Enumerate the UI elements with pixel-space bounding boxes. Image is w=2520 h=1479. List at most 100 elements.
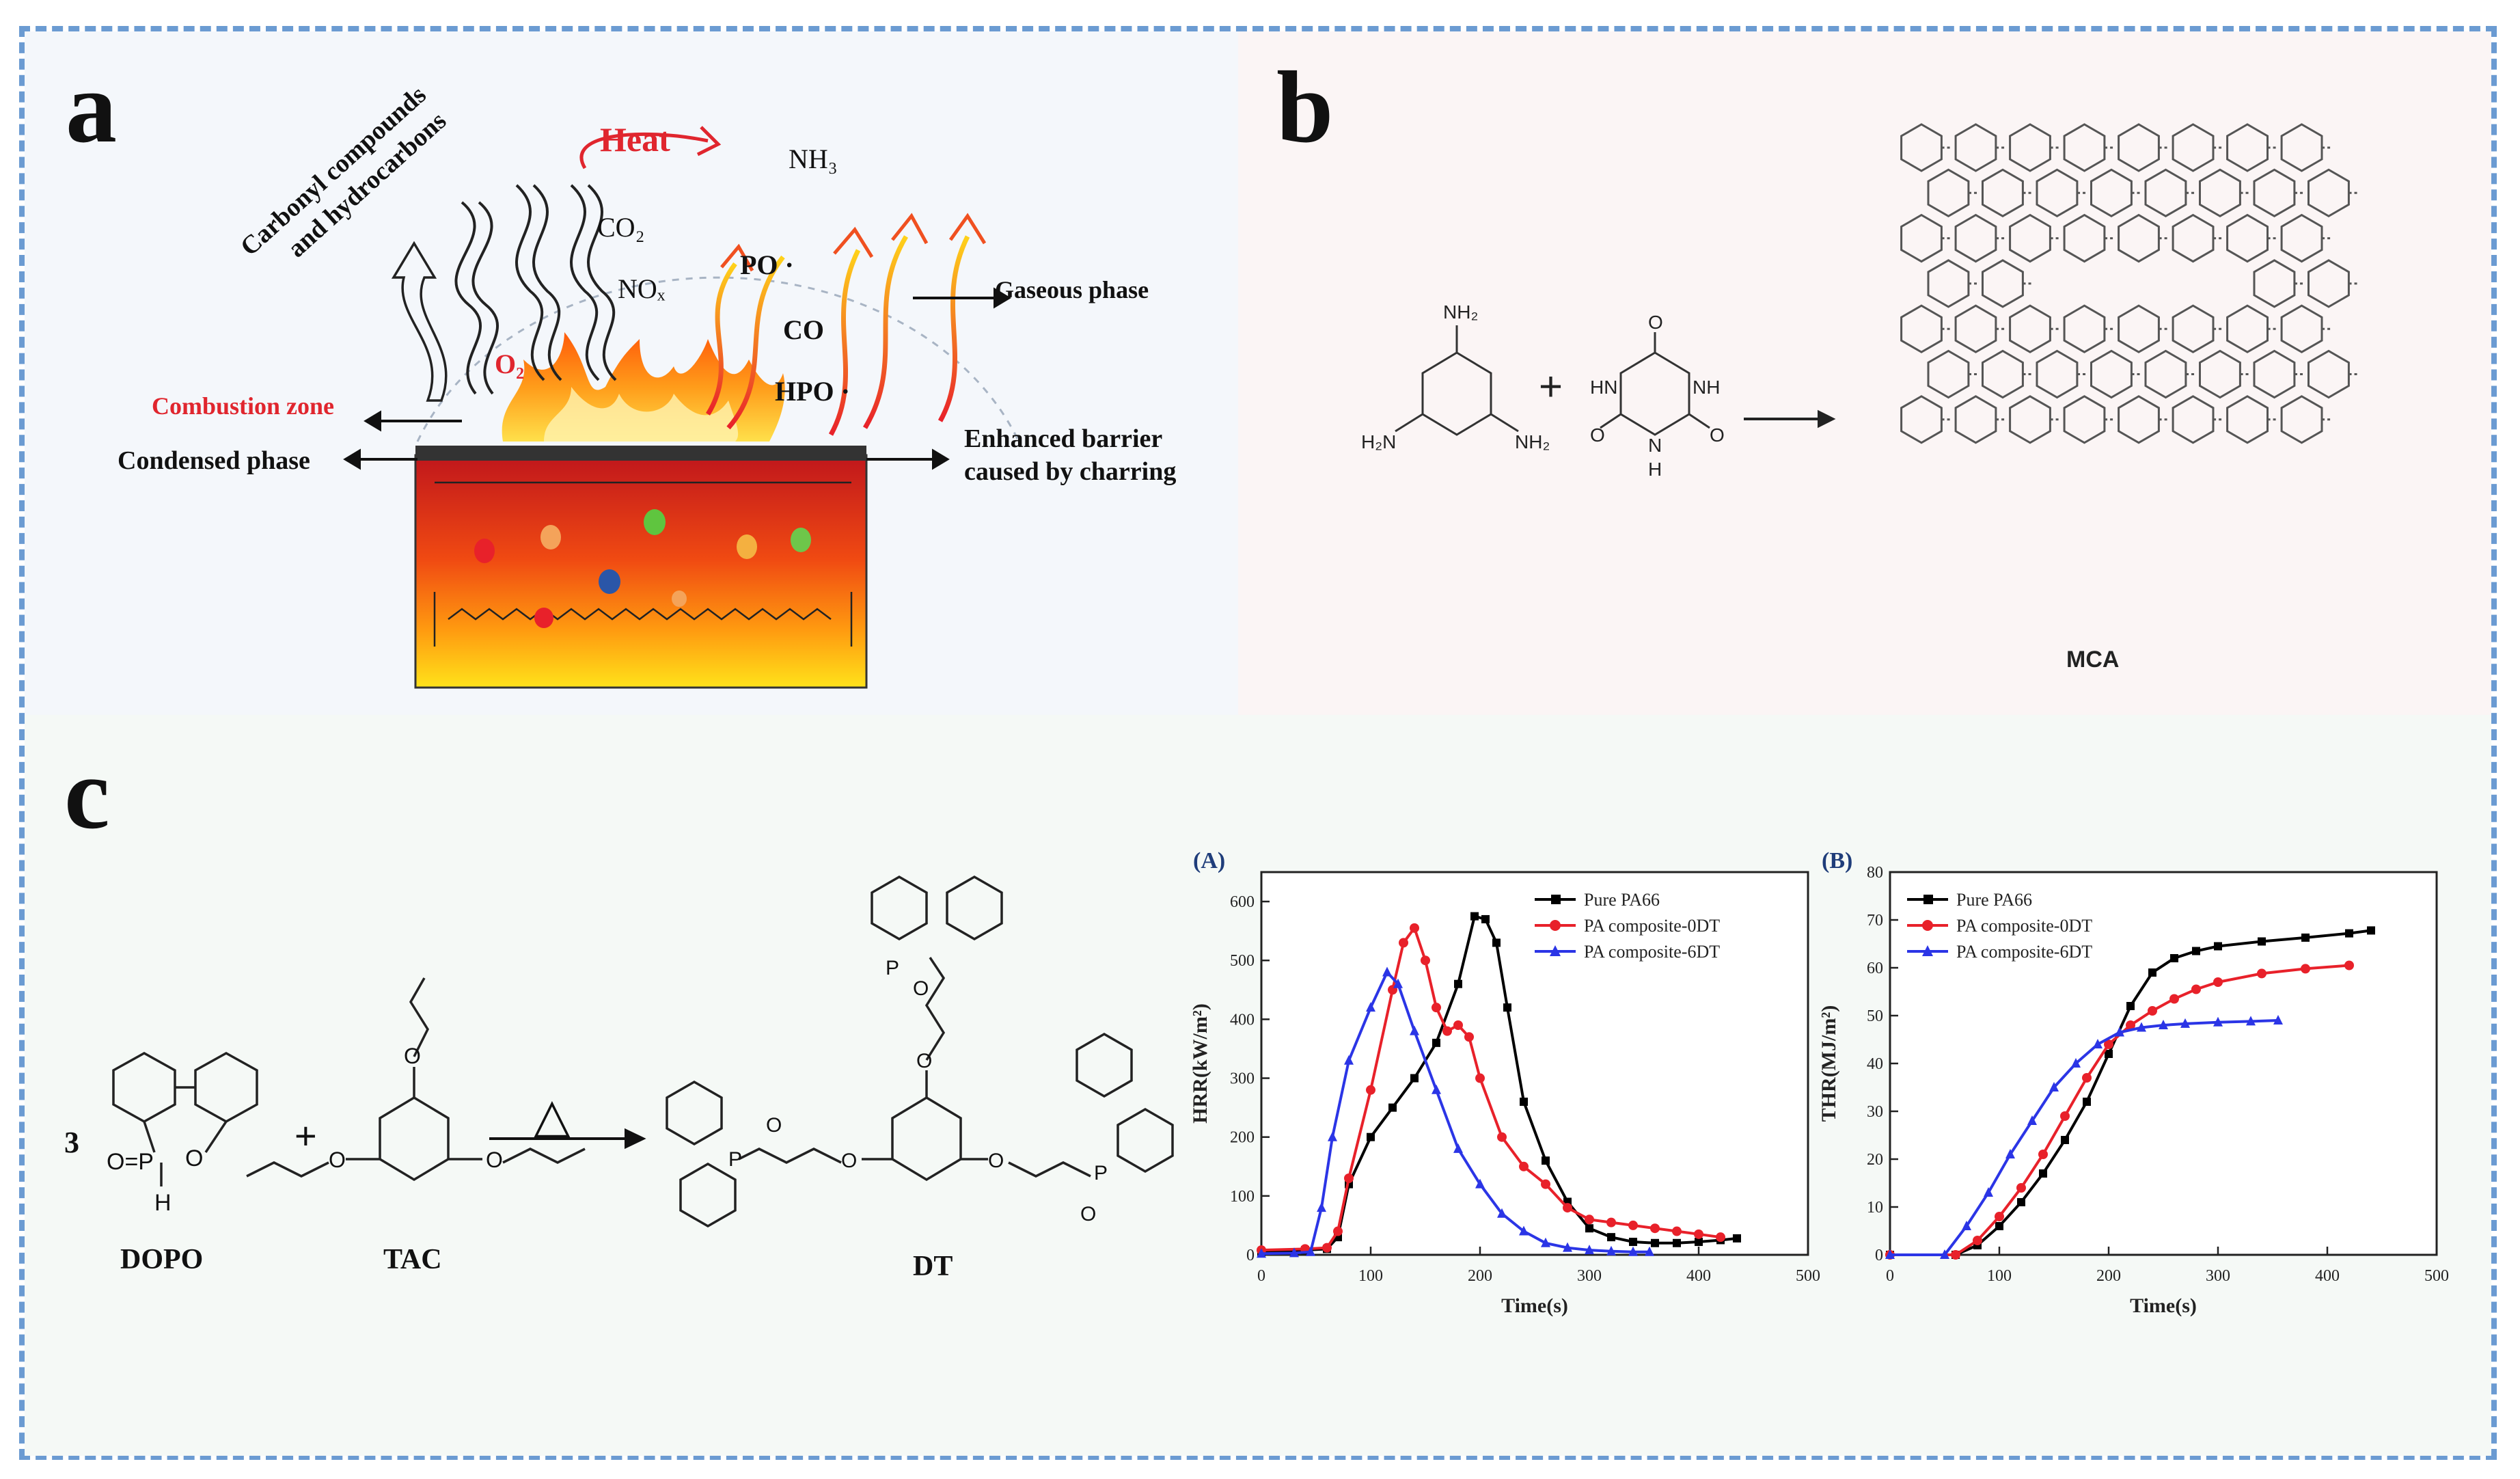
data-point bbox=[1475, 1073, 1485, 1083]
data-point bbox=[1453, 1020, 1463, 1030]
barrier-label-line2: caused by charring bbox=[964, 457, 1176, 486]
x-tick-label: 0 bbox=[1257, 1267, 1265, 1285]
y-axis-label: HRR(kW/m²) bbox=[1189, 1003, 1211, 1124]
data-point bbox=[2213, 977, 2223, 987]
panel-b-letter: b bbox=[1276, 51, 1334, 164]
data-point bbox=[2191, 984, 2201, 994]
data-point bbox=[2273, 1015, 2283, 1025]
data-point bbox=[2367, 926, 2375, 935]
dt-o-mid: O bbox=[916, 1050, 932, 1072]
mca-hexagon bbox=[2307, 259, 2350, 308]
y-tick-label: 80 bbox=[1867, 864, 1883, 882]
data-point bbox=[1673, 1238, 1681, 1247]
data-point bbox=[2214, 942, 2222, 951]
data-point bbox=[2060, 1111, 2070, 1121]
data-point bbox=[1344, 1173, 1354, 1183]
data-point bbox=[1606, 1217, 1616, 1227]
mca-hexagon bbox=[1900, 213, 1943, 263]
mca-hexagon bbox=[2063, 213, 2106, 263]
mca-hexagon bbox=[1954, 213, 1997, 263]
data-point bbox=[2301, 933, 2310, 942]
data-point bbox=[2344, 960, 2354, 971]
mca-hexagon bbox=[2172, 213, 2215, 263]
mca-hexagon bbox=[1954, 123, 1997, 172]
data-point bbox=[1503, 1003, 1511, 1012]
panel-c-dt-synthesis-and-fire-data: c 3 O=P O H DOPO + O O O TAC bbox=[25, 715, 2491, 1456]
data-point bbox=[1984, 1187, 1993, 1197]
data-point bbox=[2061, 1136, 2069, 1144]
co2-label: CO₂ bbox=[597, 212, 645, 243]
tac-o-right: O bbox=[486, 1148, 503, 1172]
x-tick-label: 300 bbox=[2206, 1267, 2230, 1285]
char-layer bbox=[415, 446, 866, 461]
x-tick-label: 200 bbox=[1468, 1267, 1492, 1285]
data-point bbox=[2137, 1022, 2146, 1032]
data-point bbox=[1453, 1143, 1463, 1153]
data-point bbox=[1585, 1215, 1594, 1225]
nh3-label: NH₃ bbox=[789, 144, 838, 174]
data-point bbox=[1885, 1249, 1895, 1259]
x-tick-label: 100 bbox=[1987, 1267, 2012, 1285]
y-tick-label: 0 bbox=[1875, 1247, 1883, 1264]
data-point bbox=[1995, 1212, 2004, 1221]
melamine-structure bbox=[1395, 325, 1519, 436]
data-point bbox=[1651, 1238, 1659, 1247]
data-point bbox=[2105, 1050, 2113, 1058]
data-point bbox=[1962, 1221, 1971, 1230]
mca-hexagon bbox=[2307, 349, 2350, 399]
x-axis-label: Time(s) bbox=[2130, 1294, 2197, 1317]
data-point bbox=[1940, 1249, 1949, 1259]
mca-hexagon bbox=[2253, 259, 2296, 308]
tac-o-top: O bbox=[404, 1044, 421, 1068]
data-point bbox=[1322, 1243, 1332, 1253]
mca-hexagon bbox=[2009, 213, 2051, 263]
heat-arrow bbox=[579, 132, 709, 169]
legend-label: PA composite-0DT bbox=[1956, 916, 2092, 936]
data-point bbox=[2017, 1198, 2025, 1206]
data-point bbox=[1464, 1032, 1474, 1042]
data-point bbox=[1382, 966, 1392, 977]
y-tick-label: 200 bbox=[1230, 1129, 1255, 1147]
mca-hexagon bbox=[2063, 395, 2106, 444]
x-tick-label: 0 bbox=[1886, 1267, 1894, 1285]
melamine-nh2-left: H₂N bbox=[1361, 431, 1396, 452]
data-point bbox=[1563, 1242, 1572, 1252]
data-point bbox=[2083, 1098, 2091, 1106]
y-axis-label: THR(MJ/m²) bbox=[1818, 1005, 1840, 1122]
data-point bbox=[2005, 1149, 2015, 1158]
dopo-label: DOPO bbox=[120, 1244, 203, 1275]
legend-marker bbox=[1923, 895, 1933, 904]
data-point bbox=[1672, 1226, 1682, 1236]
dopo-coefficient: 3 bbox=[64, 1126, 79, 1159]
data-point bbox=[1317, 1202, 1326, 1212]
data-point bbox=[1366, 1002, 1375, 1012]
data-point bbox=[2192, 947, 2200, 955]
data-point bbox=[1492, 938, 1501, 947]
data-point bbox=[1519, 1161, 1529, 1171]
mca-hexagon bbox=[2090, 168, 2133, 218]
tac-o-left: O bbox=[329, 1148, 346, 1172]
data-point bbox=[1470, 912, 1479, 921]
data-point bbox=[2258, 937, 2266, 946]
data-point bbox=[2038, 1150, 2048, 1159]
data-point bbox=[1520, 1098, 1528, 1106]
gaseous-arrow-heads bbox=[720, 213, 987, 272]
y-tick-label: 100 bbox=[1230, 1188, 1255, 1206]
nox-label: NOₓ bbox=[618, 273, 666, 304]
y-tick-label: 400 bbox=[1230, 1011, 1255, 1029]
y-tick-label: 70 bbox=[1867, 912, 1883, 930]
data-point bbox=[1399, 938, 1408, 948]
mca-hexagon bbox=[2280, 213, 2323, 263]
mca-hexagon bbox=[1982, 349, 2024, 399]
legend-marker bbox=[1922, 945, 1933, 956]
x-tick-label: 100 bbox=[1358, 1267, 1383, 1285]
data-point bbox=[2071, 1058, 2081, 1068]
data-point bbox=[1716, 1232, 1725, 1243]
x-tick-label: 300 bbox=[1577, 1267, 1602, 1285]
data-point bbox=[1542, 1156, 1550, 1165]
data-point bbox=[2170, 954, 2178, 962]
delta-symbol: △ bbox=[534, 1089, 571, 1142]
chart-title: (B) bbox=[1822, 848, 1852, 873]
x-tick-label: 400 bbox=[1686, 1267, 1711, 1285]
